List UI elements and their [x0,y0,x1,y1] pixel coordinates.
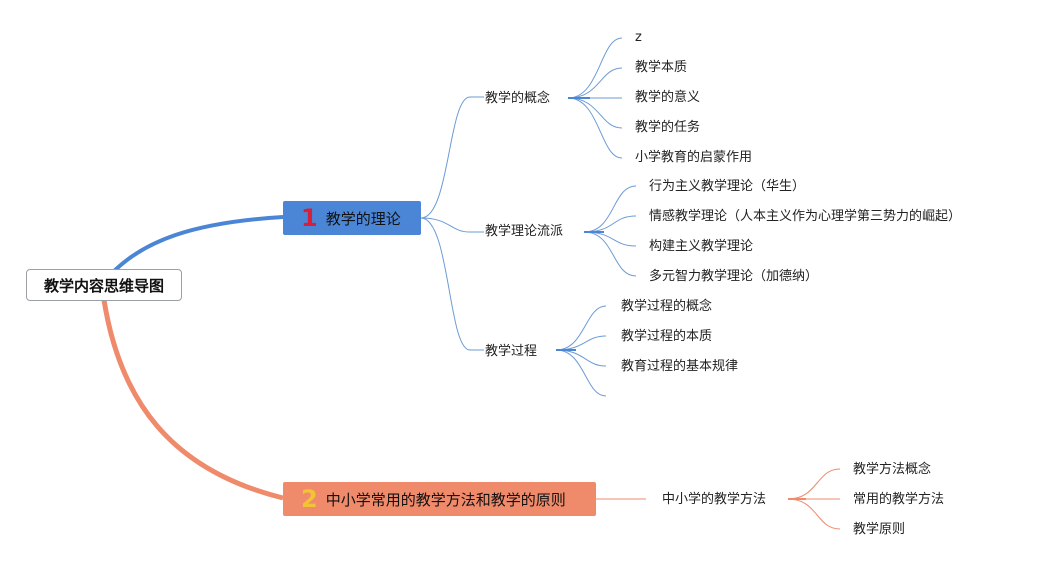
leaf-node[interactable]: 小学教育的启蒙作用 [635,150,753,165]
topic-node[interactable]: 中小学的教学方法 [662,492,767,507]
topic-node[interactable]: 教学过程 [485,344,538,359]
leaf-node[interactable]: 常用的教学方法 [853,492,945,507]
branch1-label: 教学的理论 [325,209,401,228]
root-to-branch2-line [101,299,284,501]
branch2-node[interactable]: 2 中小学常用的教学方法和教学的原则 [283,482,596,516]
leaf-node[interactable]: 教学原则 [853,522,906,537]
topic-node[interactable]: 教学理论流派 [485,224,564,239]
leaf-node[interactable]: 教学的任务 [635,120,701,135]
root-to-branch1-line [102,215,284,284]
leaf-node[interactable]: 行为主义教学理论（华生） [649,179,806,194]
leaf-node[interactable]: 情感教学理论（人本主义作为心理学第三势力的崛起） [649,209,962,224]
root-label: 教学内容思维导图 [43,276,164,295]
branch2-label: 中小学常用的教学方法和教学的原则 [325,490,566,509]
leaf-node[interactable]: 教学的意义 [635,90,701,105]
branch1-number-badge: 1 [301,204,318,232]
branch1-topic-lines [420,96,484,351]
leaf-node[interactable]: 教学方法概念 [853,462,932,477]
leaf-node[interactable]: 教学过程的概念 [621,299,713,314]
branch2-number-badge: 2 [301,485,318,513]
root-node[interactable]: 教学内容思维导图 [26,269,182,301]
leaf-node[interactable]: z [635,30,642,45]
leaf-node[interactable]: 构建主义教学理论 [649,239,754,254]
branch1-node[interactable]: 1 教学的理论 [283,201,421,235]
leaf-node[interactable]: 教学过程的本质 [621,329,713,344]
leaf-node[interactable]: 教育过程的基本规律 [621,359,739,374]
leaf-node[interactable]: 教学本质 [635,60,688,75]
topic-node[interactable]: 教学的概念 [485,91,551,106]
leaf-node[interactable]: 多元智力教学理论（加德纳） [649,269,819,284]
